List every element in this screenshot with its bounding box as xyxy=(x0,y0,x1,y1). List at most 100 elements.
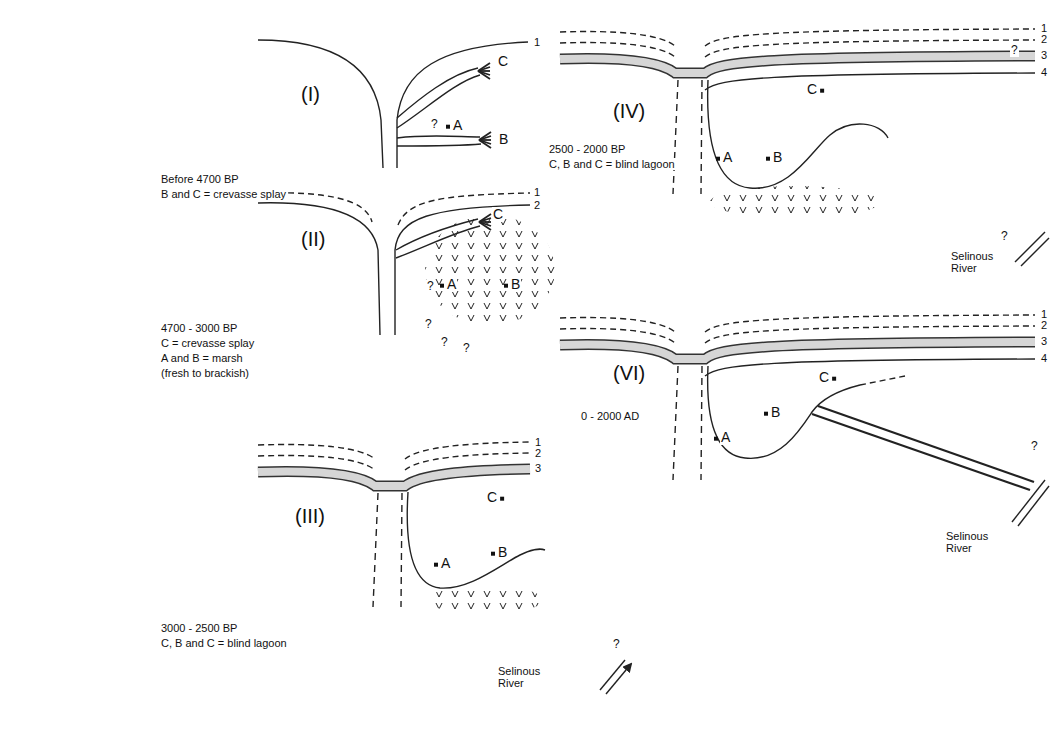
site-letter: C xyxy=(497,54,509,69)
crevasse-splay xyxy=(479,214,491,222)
marsh-area xyxy=(710,186,880,218)
crevasse-splay xyxy=(479,140,491,148)
shore-line xyxy=(397,42,528,168)
map-label: A and B = marsh xyxy=(160,352,244,364)
shoreline xyxy=(705,359,1035,376)
channel xyxy=(673,80,678,194)
crevasse-splay xyxy=(478,63,490,71)
river xyxy=(1012,480,1045,522)
map-label: 3 xyxy=(1040,49,1048,61)
map-label: ? xyxy=(426,280,435,293)
map-label: 4 xyxy=(1040,352,1048,364)
channel xyxy=(401,493,402,607)
shore-line xyxy=(258,203,380,335)
crevasse-splay xyxy=(479,132,491,140)
crevasse-channel xyxy=(396,219,478,250)
beach-barrier xyxy=(560,56,1035,73)
map-label: 2 xyxy=(534,447,542,459)
former-shoreline xyxy=(560,318,675,332)
map-label: 2 xyxy=(1040,319,1048,331)
map-label: B and C = crevasse splay xyxy=(160,188,287,200)
shore-line xyxy=(395,205,530,335)
panel-number: (II) xyxy=(300,228,326,250)
core-site-dot xyxy=(504,284,508,288)
core-site-dot xyxy=(714,437,718,441)
map-label: ? xyxy=(424,318,433,331)
map-strokes xyxy=(258,29,1049,694)
map-label: Selinous River xyxy=(950,250,1004,274)
core-site-dot xyxy=(434,563,438,567)
core-site-dot xyxy=(491,552,495,556)
crevasse-channel xyxy=(397,144,481,146)
crevasse-splay xyxy=(479,222,491,230)
core-site-dot xyxy=(764,412,768,416)
map-label: ? xyxy=(612,638,621,651)
shore-line xyxy=(258,40,383,168)
map-label: 4 xyxy=(1040,66,1048,78)
map-label: ? xyxy=(430,118,439,131)
shoreline xyxy=(705,73,1035,90)
former-shoreline xyxy=(705,315,1035,332)
site-letter: B xyxy=(770,405,781,420)
map-label: C, B and C = blind lagoon xyxy=(548,158,676,170)
core-site-dot xyxy=(500,497,504,501)
site-letter: A xyxy=(440,556,451,571)
map-label: 1 xyxy=(533,186,541,198)
map-label: ? xyxy=(1010,44,1019,57)
river xyxy=(818,406,1034,482)
crevasse-channel xyxy=(397,68,478,118)
river xyxy=(812,414,1030,490)
site-letter: B xyxy=(510,277,521,292)
map-label: 3 xyxy=(1040,335,1048,347)
lagoon-outline xyxy=(708,80,888,188)
map-label: 3 xyxy=(534,462,542,474)
site-letter: A xyxy=(722,150,733,165)
site-letter: C xyxy=(492,207,504,222)
map-label: ? xyxy=(462,342,471,355)
core-site-dot xyxy=(440,284,444,288)
site-letter: B xyxy=(498,132,509,147)
former-shoreline xyxy=(398,193,530,225)
map-label: C, B and C = blind lagoon xyxy=(160,637,288,649)
core-site-dot xyxy=(446,125,450,129)
site-letter: C xyxy=(806,82,818,97)
crevasse-splay xyxy=(479,218,491,222)
channel xyxy=(701,80,702,194)
beach-barrier xyxy=(560,342,1035,359)
map-label: 1 xyxy=(533,36,541,48)
channel xyxy=(673,366,678,480)
map-label: 2 xyxy=(1040,33,1048,45)
map-label: Selinous River xyxy=(497,665,551,689)
river xyxy=(1018,486,1049,526)
panel-number: (III) xyxy=(294,505,326,527)
site-letter: C xyxy=(818,370,830,385)
map-label: Before 4700 BP xyxy=(160,173,240,185)
core-site-dot xyxy=(820,89,824,93)
map-label: (fresh to brackish) xyxy=(160,367,250,379)
beach-barrier xyxy=(560,342,1035,359)
river xyxy=(606,664,631,694)
site-letter: A xyxy=(446,277,457,292)
marsh-area xyxy=(427,586,543,614)
channel xyxy=(373,493,378,607)
map-label: ? xyxy=(1000,230,1009,243)
river xyxy=(1021,238,1049,266)
crevasse-channel xyxy=(397,136,480,138)
beach-barrier xyxy=(258,469,530,486)
beach-barrier xyxy=(560,56,1035,73)
crevasse-splay xyxy=(479,136,491,140)
map-label: 2500 - 2000 BP xyxy=(548,143,626,155)
map-label: ? xyxy=(440,336,449,349)
site-letter: A xyxy=(720,430,731,445)
core-site-dot xyxy=(766,157,770,161)
channel xyxy=(701,366,702,480)
panel-number: (IV) xyxy=(612,100,646,122)
map-label: 4700 - 3000 BP xyxy=(160,322,238,334)
map-label: 0 - 2000 AD xyxy=(580,410,640,422)
crevasse-channel xyxy=(396,226,480,258)
map-label: ? xyxy=(1030,440,1039,453)
map-label: C = crevasse splay xyxy=(160,337,255,349)
beach-barrier xyxy=(258,469,530,486)
crevasse-splay xyxy=(478,71,490,79)
